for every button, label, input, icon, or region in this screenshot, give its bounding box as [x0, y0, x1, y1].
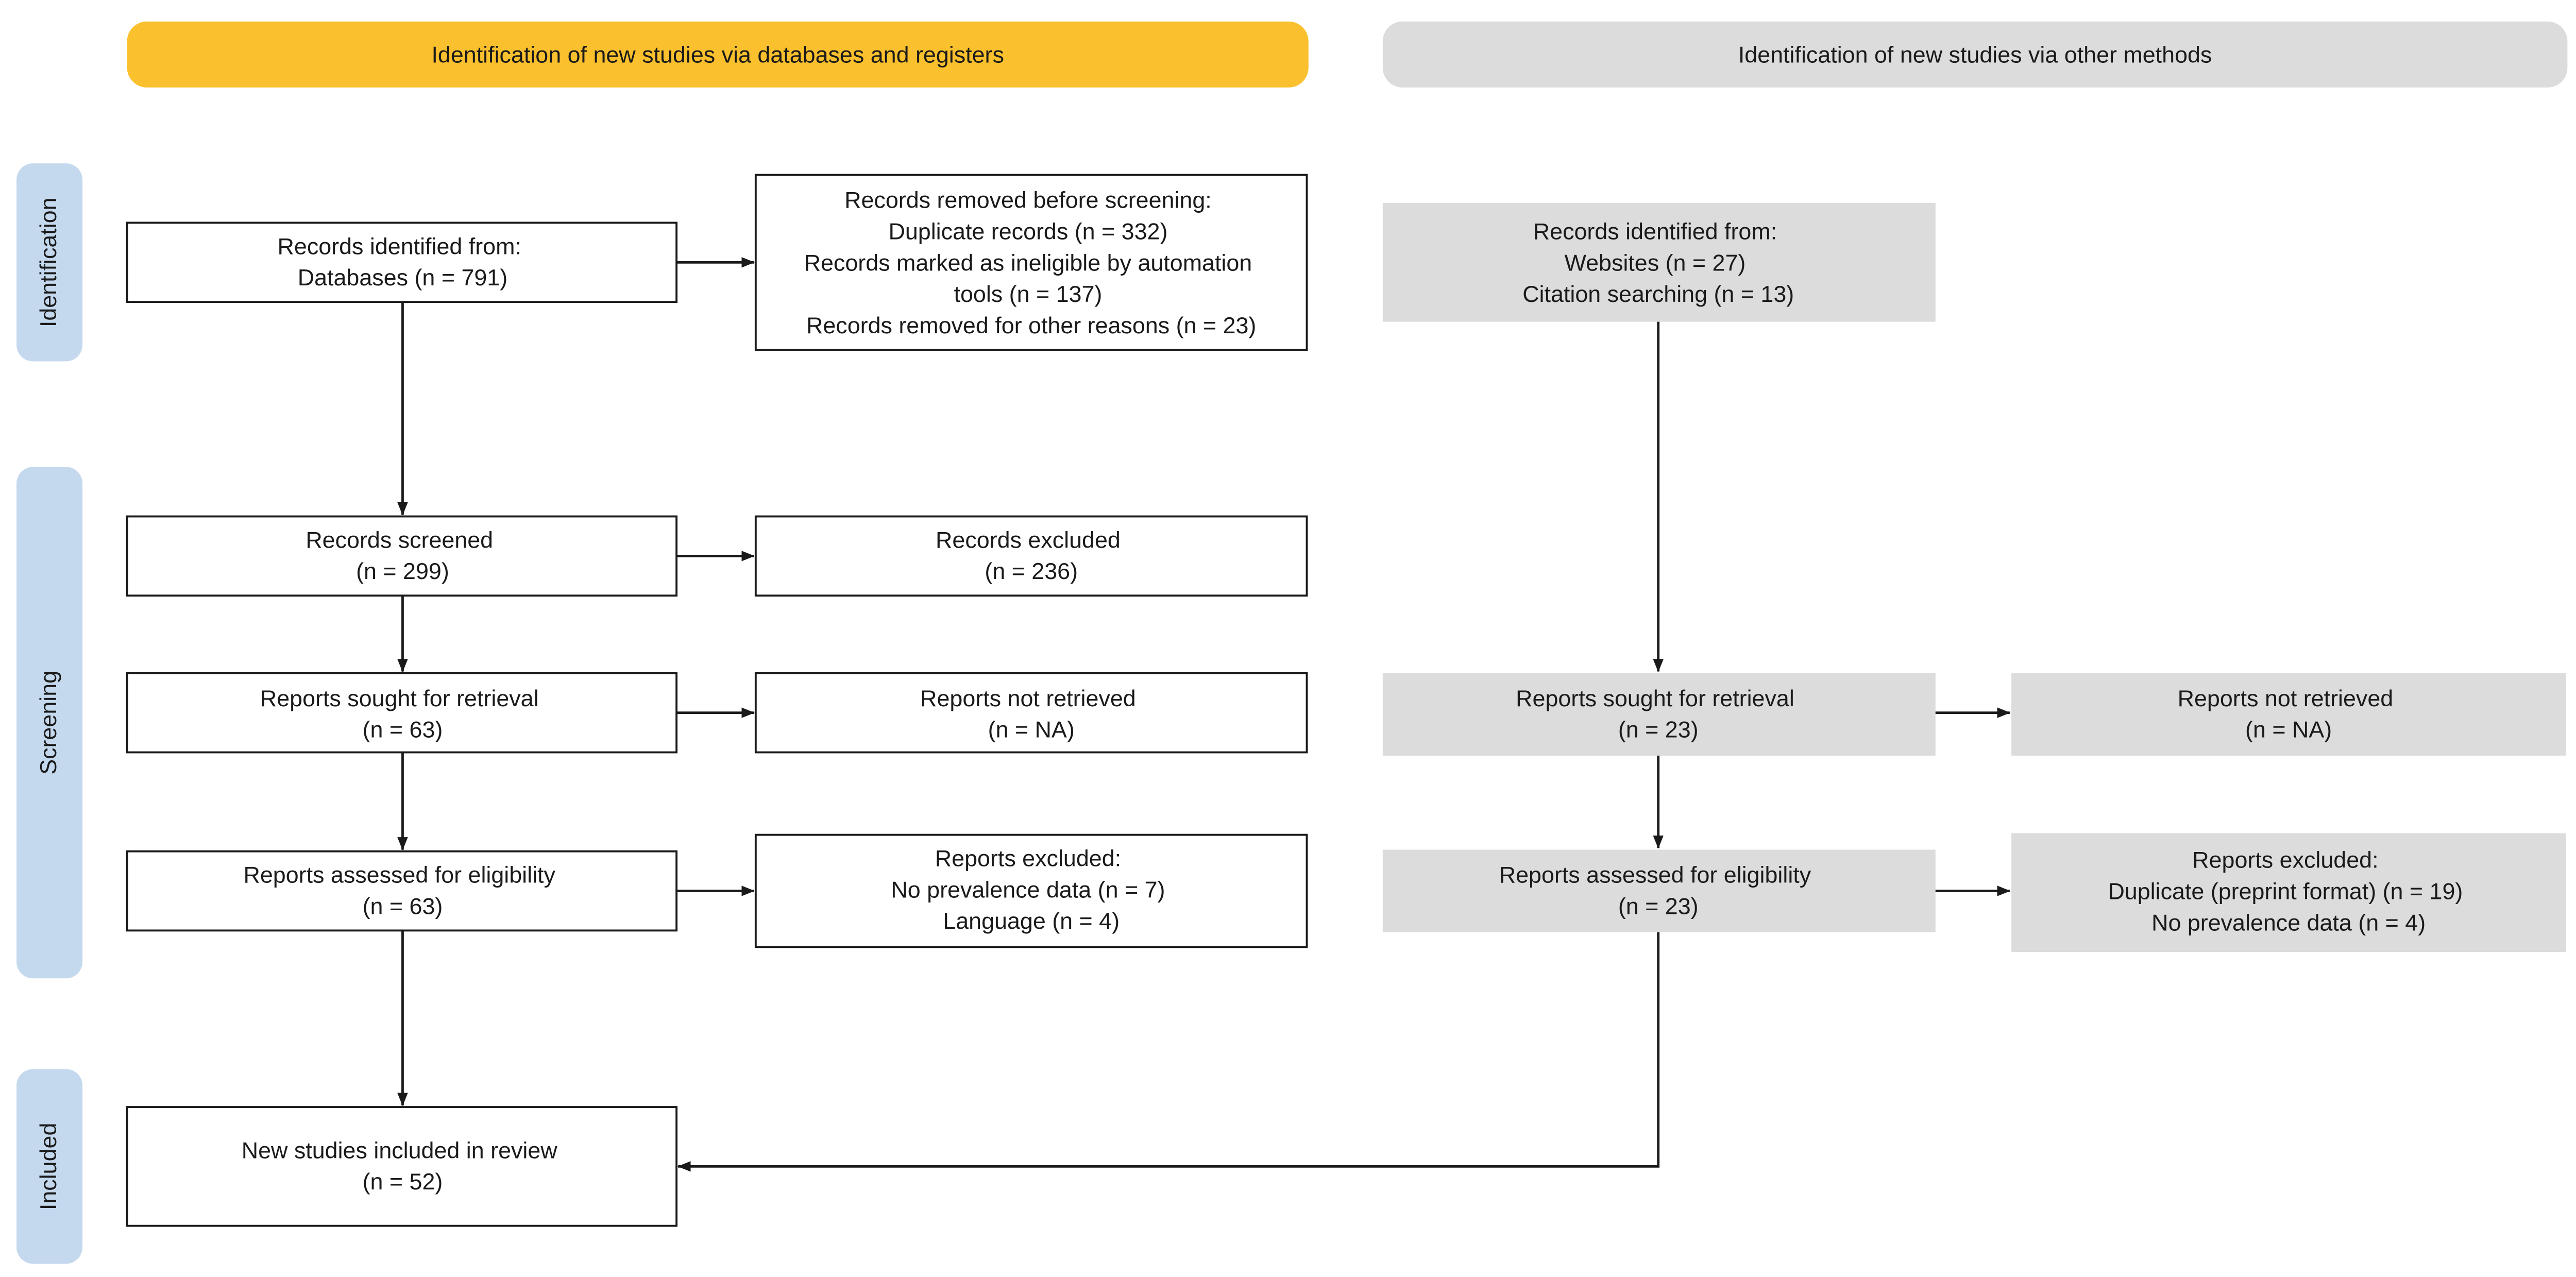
box-other-reports-sought: Reports sought for retrieval (n = 23) — [1382, 673, 1936, 756]
box-line: (n = 23) — [1618, 893, 1699, 919]
phase-screening: Screening — [16, 467, 83, 979]
phase-included-label: Included — [35, 1123, 61, 1211]
phase-included-bar — [16, 1069, 83, 1264]
box-db-reports-assessed-text: Reports assessed for eligibility (n = 63… — [243, 861, 562, 919]
box-db-reports-sought-frame — [126, 672, 678, 754]
header-databases: Identification of new studies via databa… — [127, 21, 1309, 88]
box-db-reports-excluded: Reports excluded: No prevalence data (n … — [754, 833, 1308, 948]
box-db-reports-sought: Reports sought for retrieval (n = 63) — [126, 672, 678, 754]
box-other-identified-frame — [1382, 202, 1936, 322]
box-line: (n = 52) — [363, 1168, 443, 1195]
phase-identification: Identification — [16, 163, 83, 362]
box-other-reports-excluded-text: Reports excluded: Duplicate (preprint fo… — [2108, 847, 2469, 936]
arrow-other-assessed-to-included — [677, 932, 1660, 1172]
box-other-identified-text: Records identified from: Websites (n = 2… — [1522, 218, 1794, 307]
box-line: Records excluded — [936, 526, 1121, 553]
phase-identification-label: Identification — [35, 197, 61, 327]
header-databases-title: Identification of new studies via databa… — [431, 42, 1004, 68]
header-other-methods-title: Identification of new studies via other … — [1738, 42, 2212, 68]
box-db-records-screened: Records screened (n = 299) — [126, 515, 678, 597]
phase-screening-bar — [16, 467, 83, 979]
box-other-identified: Records identified from: Websites (n = 2… — [1382, 202, 1936, 322]
box-line: (n = 63) — [363, 717, 443, 743]
box-other-reports-assessed-text: Reports assessed for eligibility (n = 23… — [1499, 861, 1818, 919]
box-line: No prevalence data (n = 7) — [891, 876, 1165, 903]
box-db-reports-not-retrieved: Reports not retrieved (n = NA) — [754, 672, 1308, 754]
box-line: (n = 236) — [985, 558, 1078, 584]
box-line: Citation searching (n = 13) — [1522, 281, 1794, 307]
box-db-reports-assessed: Reports assessed for eligibility (n = 63… — [126, 850, 678, 932]
box-line: (n = 63) — [363, 893, 443, 919]
box-line: Language (n = 4) — [943, 908, 1120, 934]
box-line: Duplicate records (n = 332) — [888, 218, 1167, 244]
box-line: Reports excluded: — [2192, 847, 2378, 873]
box-line: No prevalence data (n = 4) — [2151, 909, 2426, 935]
box-line: Records marked as ineligible by automati… — [804, 249, 1252, 276]
box-db-reports-excluded-frame — [754, 833, 1308, 948]
header-databases-bar — [127, 21, 1309, 88]
box-db-reports-assessed-frame — [126, 850, 678, 932]
box-studies-included-frame — [126, 1106, 678, 1227]
box-line: Reports sought for retrieval — [260, 685, 539, 711]
box-other-reports-assessed-frame — [1382, 849, 1936, 932]
box-db-removed-before-screening: Records removed before screening: Duplic… — [754, 174, 1308, 351]
box-other-reports-assessed: Reports assessed for eligibility (n = 23… — [1382, 849, 1936, 932]
box-line: Reports assessed for eligibility — [1499, 861, 1811, 888]
box-db-records-screened-text: Records screened (n = 299) — [306, 526, 499, 584]
box-studies-included-text: New studies included in review (n = 52) — [242, 1137, 564, 1195]
box-line: Websites (n = 27) — [1565, 249, 1746, 276]
box-other-reports-not-retrieved-frame — [2011, 673, 2566, 756]
box-db-reports-not-retrieved-frame — [754, 672, 1308, 754]
box-line: Records identified from: — [1533, 218, 1777, 244]
box-db-records-excluded-frame — [754, 515, 1308, 597]
box-db-reports-sought-text: Reports sought for retrieval (n = 63) — [260, 685, 545, 743]
box-line: (n = 299) — [356, 558, 449, 584]
box-db-records-screened-frame — [126, 515, 678, 597]
box-line: tools (n = 137) — [954, 281, 1103, 307]
header-other-methods-bar — [1382, 21, 2568, 88]
box-line: Reports not retrieved — [2178, 685, 2394, 711]
box-line: Records identified from: — [278, 233, 521, 259]
box-line: (n = NA) — [2245, 717, 2332, 743]
box-line: (n = 23) — [1618, 717, 1699, 743]
box-db-removed-text: Records removed before screening: Duplic… — [804, 187, 1259, 338]
box-db-records-excluded: Records excluded (n = 236) — [754, 515, 1308, 597]
box-line: Databases (n = 791) — [298, 264, 507, 291]
box-line: New studies included in review — [242, 1137, 558, 1163]
box-line: Records screened — [306, 526, 493, 553]
box-db-identified-text: Records identified from: Databases (n = … — [278, 233, 528, 291]
connectors — [397, 257, 2011, 1172]
box-other-reports-not-retrieved: Reports not retrieved (n = NA) — [2011, 673, 2566, 756]
box-line: Reports excluded: — [935, 845, 1121, 871]
box-line: Reports sought for retrieval — [1516, 685, 1794, 711]
box-line: Reports not retrieved — [920, 685, 1136, 711]
phase-included: Included — [16, 1069, 83, 1264]
box-other-reports-excluded: Reports excluded: Duplicate (preprint fo… — [2011, 833, 2566, 952]
box-line: Reports assessed for eligibility — [243, 861, 555, 888]
box-db-identified: Records identified from: Databases (n = … — [126, 222, 678, 303]
box-line: Duplicate (preprint format) (n = 19) — [2108, 878, 2463, 905]
phase-identification-bar — [16, 163, 83, 362]
box-db-records-excluded-text: Records excluded (n = 236) — [936, 526, 1127, 584]
box-line: (n = NA) — [988, 717, 1075, 743]
box-db-removed-frame — [754, 174, 1308, 351]
box-other-reports-excluded-frame — [2011, 833, 2566, 952]
box-other-reports-sought-text: Reports sought for retrieval (n = 23) — [1516, 685, 1801, 743]
box-other-reports-sought-frame — [1382, 673, 1936, 756]
box-db-reports-excluded-text: Reports excluded: No prevalence data (n … — [891, 845, 1171, 934]
box-other-reports-not-retrieved-text: Reports not retrieved (n = NA) — [2178, 685, 2400, 743]
box-db-reports-not-retrieved-text: Reports not retrieved (n = NA) — [920, 685, 1142, 743]
box-studies-included: New studies included in review (n = 52) — [126, 1106, 678, 1227]
box-line: Records removed before screening: — [844, 187, 1212, 213]
header-other-methods: Identification of new studies via other … — [1382, 21, 2568, 88]
phase-screening-label: Screening — [35, 671, 61, 775]
box-line: Records removed for other reasons (n = 2… — [806, 312, 1256, 338]
